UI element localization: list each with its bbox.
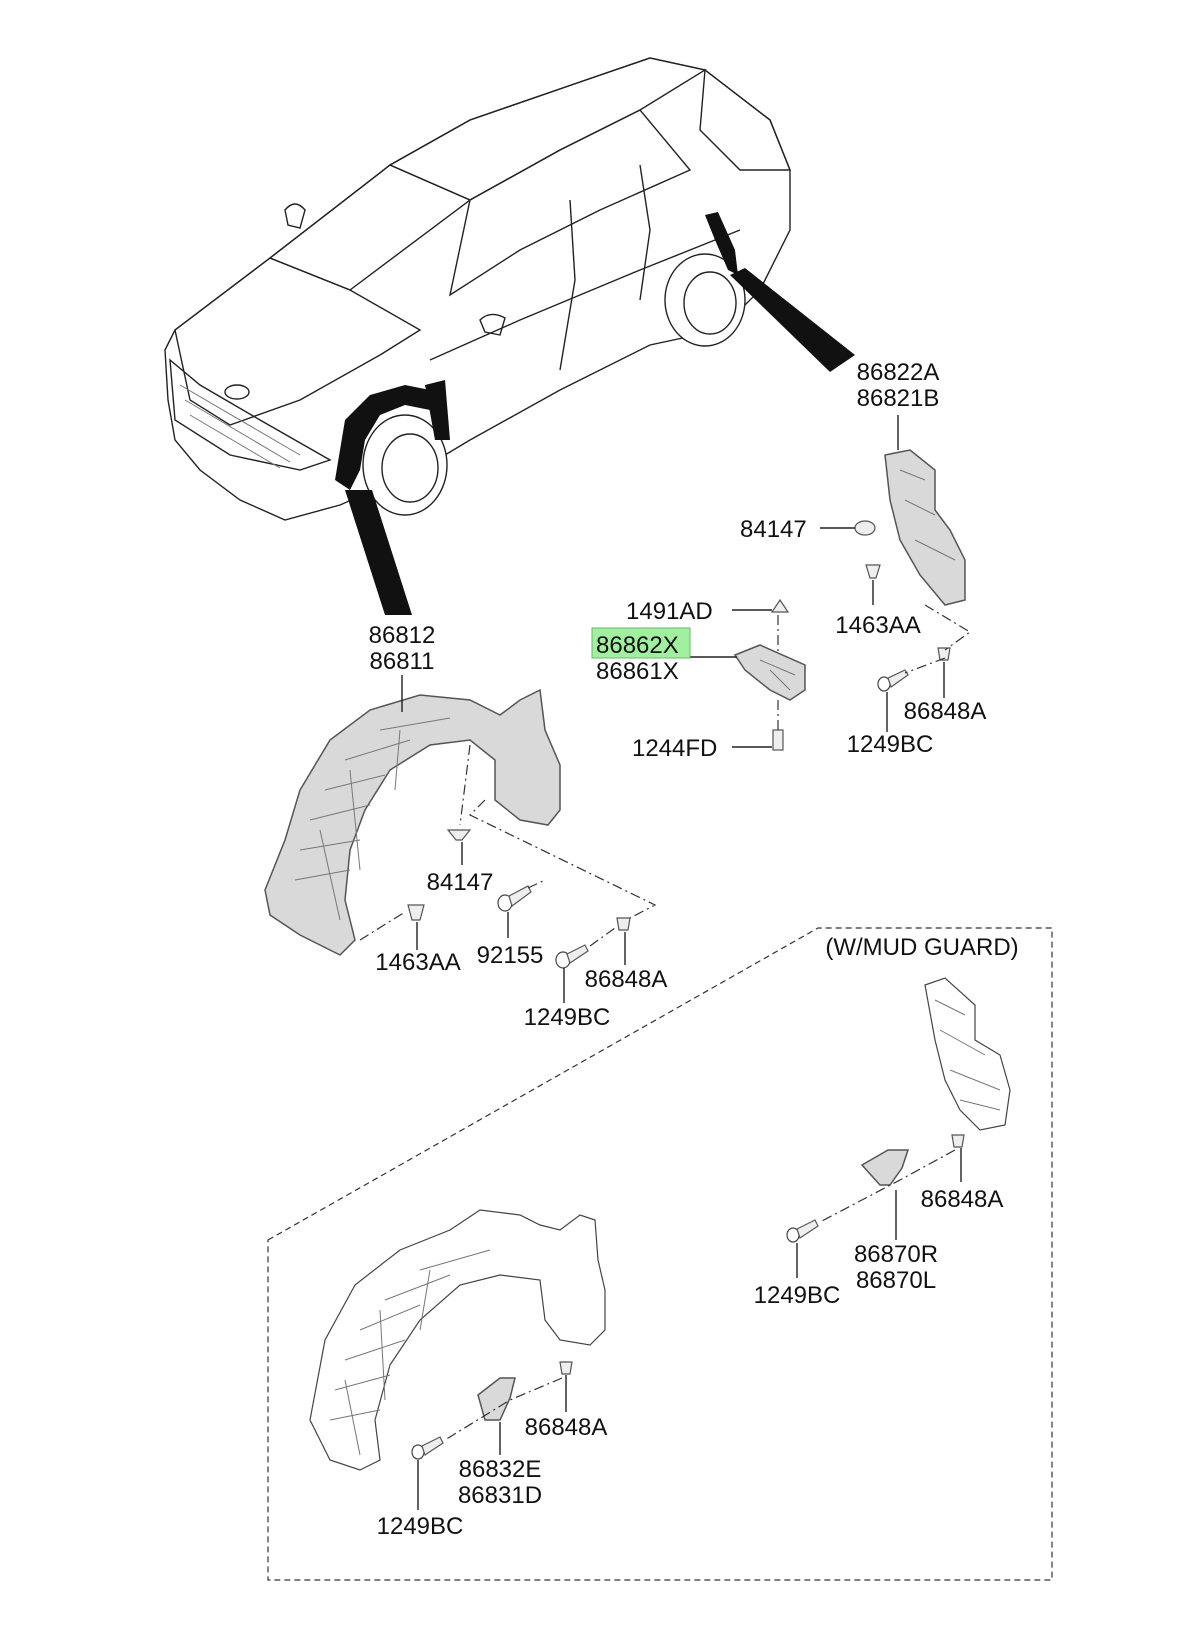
rear-clip-84147 (854, 520, 876, 536)
front-grommet-1463AA (407, 904, 425, 921)
leader-lines (401, 415, 962, 1510)
highlight-86862X (591, 627, 691, 659)
label-86870L[interactable]: 86870L (856, 1267, 936, 1294)
label-front-84147[interactable]: 84147 (427, 869, 494, 896)
label-mg-front-1249BC[interactable]: 1249BC (377, 1513, 464, 1540)
label-mg-front-86848A[interactable]: 86848A (525, 1414, 608, 1441)
label-1244FD[interactable]: 1244FD (632, 735, 717, 762)
label-86821B[interactable]: 86821B (857, 385, 940, 412)
mg-rear-guard-part (924, 977, 1011, 1131)
label-mud-guard-title: (W/MUD GUARD) (825, 934, 1018, 961)
bracket-bolt-1244FD (772, 729, 784, 751)
front-nut-86848A (616, 917, 631, 931)
label-front-86848A[interactable]: 86848A (585, 966, 668, 993)
label-rear-84147[interactable]: 84147 (740, 516, 807, 543)
label-86870R[interactable]: 86870R (854, 1241, 938, 1268)
label-mg-rear-1249BC[interactable]: 1249BC (754, 1282, 841, 1309)
label-86822A[interactable]: 86822A (857, 359, 940, 386)
label-86812[interactable]: 86812 (369, 622, 436, 649)
rear-screw-1249BC (877, 669, 909, 692)
label-1491AD[interactable]: 1491AD (626, 598, 713, 625)
label-86831D[interactable]: 86831D (458, 1482, 542, 1509)
label-rear-1249BC[interactable]: 1249BC (847, 731, 934, 758)
rear-nut-86848A (937, 647, 951, 661)
label-86811[interactable]: 86811 (370, 648, 435, 675)
mg-rear-nut (951, 1134, 965, 1148)
mg-rear-flap (860, 1149, 910, 1186)
part-labels: 86822A 86821B 84147 1463AA 1491AD 86862X… (369, 359, 1019, 1540)
mg-front-screw (411, 1436, 444, 1460)
front-screw-1249BC (555, 944, 589, 969)
car-illustration (164, 57, 855, 615)
label-86832E[interactable]: 86832E (459, 1456, 542, 1483)
mg-rear-screw (786, 1219, 819, 1243)
label-front-1249BC[interactable]: 1249BC (524, 1004, 611, 1031)
mud-guard-box (267, 927, 1053, 1581)
front-wheel-guard-part (264, 688, 561, 956)
label-86862X[interactable]: 86862X (596, 632, 679, 659)
label-rear-86848A[interactable]: 86848A (904, 698, 987, 725)
label-front-1463AA[interactable]: 1463AA (375, 949, 460, 976)
front-clip-84147 (446, 829, 472, 841)
bracket-part (733, 644, 806, 701)
mg-front-flap (477, 1377, 516, 1421)
label-rear-1463AA[interactable]: 1463AA (835, 612, 920, 639)
label-92155[interactable]: 92155 (477, 942, 544, 969)
front-screw-bolt-92155 (497, 885, 532, 912)
label-86861X[interactable]: 86861X (596, 658, 679, 685)
label-mg-rear-86848A[interactable]: 86848A (921, 1186, 1004, 1213)
bracket-nut-1491AD (770, 598, 790, 613)
rear-grommet-1463AA (865, 564, 881, 579)
mg-front-guard-part (309, 1209, 606, 1471)
rear-wheel-guard-part (884, 449, 966, 606)
mg-front-nut (559, 1361, 573, 1375)
